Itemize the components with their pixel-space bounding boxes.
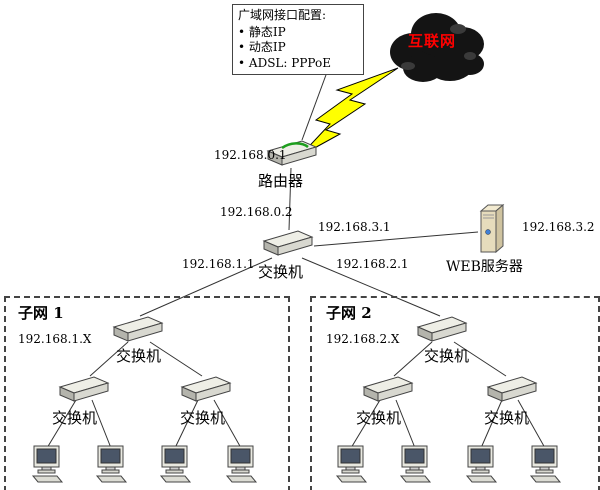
subnet1-top-switch-icon [112,314,164,344]
subnet1-right-switch-label: 交换机 [180,409,226,427]
router-ip: 192.168.0.1 [214,148,287,162]
subnet1-ip-range: 192.168.1.X [18,332,92,346]
web-server-ip: 192.168.3.2 [522,220,595,234]
cloud-icon [390,13,484,82]
callout-item: 动态IP [238,40,358,56]
subnet1-left-switch-label: 交换机 [52,409,98,427]
subnet2-left-switch-icon [362,374,414,404]
router-icon [266,138,318,168]
web-server-icon [476,202,506,256]
callout-title: 广域网接口配置: [238,8,327,22]
subnet2-right-switch-label: 交换机 [484,409,530,427]
subnet2-title: 子网 2 [326,304,372,322]
callout-item: ADSL: PPPoE [238,56,358,72]
web-link-ip: 192.168.3.1 [318,220,391,234]
subnet1-left-switch-icon [58,374,110,404]
callout-item: 静态IP [238,25,358,41]
subnet2-top-switch-label: 交换机 [424,347,470,365]
pc-icon [464,444,498,488]
pc-icon [334,444,368,488]
subnet2-right-switch-icon [486,374,538,404]
internet-label: 互联网 [408,32,457,50]
subnet1-top-switch-label: 交换机 [116,347,162,365]
subnet1-right-switch-icon [180,374,232,404]
subnet2-ip-range: 192.168.2.X [326,332,400,346]
wan-config-callout: 广域网接口配置: 静态IP 动态IP ADSL: PPPoE [232,4,364,76]
pc-icon [528,444,562,488]
pc-icon [158,444,192,488]
subnet2-top-switch-icon [416,314,468,344]
subnet1-title: 子网 1 [18,304,64,322]
internet-cloud: 互联网 [378,4,490,94]
core-switch-uplink-ip: 192.168.0.2 [220,205,293,219]
pc-icon [30,444,64,488]
web-server-label: WEB服务器 [446,259,523,275]
core-switch-icon [262,228,314,258]
router-label: 路由器 [258,172,304,190]
subnet2-left-switch-label: 交换机 [356,409,402,427]
subnet1-link-ip: 192.168.1.1 [182,257,255,271]
subnet2-link-ip: 192.168.2.1 [336,257,409,271]
pc-icon [398,444,432,488]
pc-icon [94,444,128,488]
subnet2-box [310,296,600,490]
pc-icon [224,444,258,488]
core-switch-label: 交换机 [258,263,304,281]
subnet1-box [4,296,290,490]
